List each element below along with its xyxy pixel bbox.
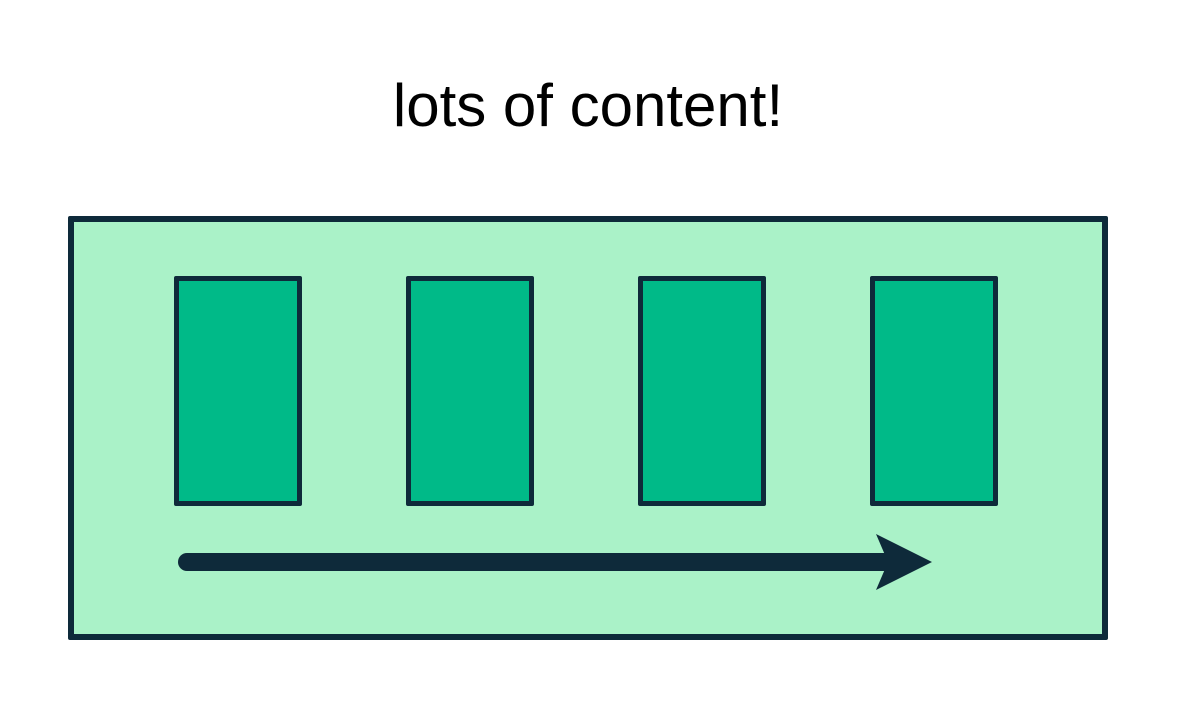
content-container bbox=[68, 216, 1108, 640]
arrow-head-icon bbox=[876, 534, 932, 590]
content-block bbox=[870, 276, 998, 506]
content-block bbox=[174, 276, 302, 506]
content-block bbox=[638, 276, 766, 506]
page-title: lots of content! bbox=[392, 72, 784, 139]
content-blocks bbox=[74, 222, 1102, 506]
content-block bbox=[406, 276, 534, 506]
